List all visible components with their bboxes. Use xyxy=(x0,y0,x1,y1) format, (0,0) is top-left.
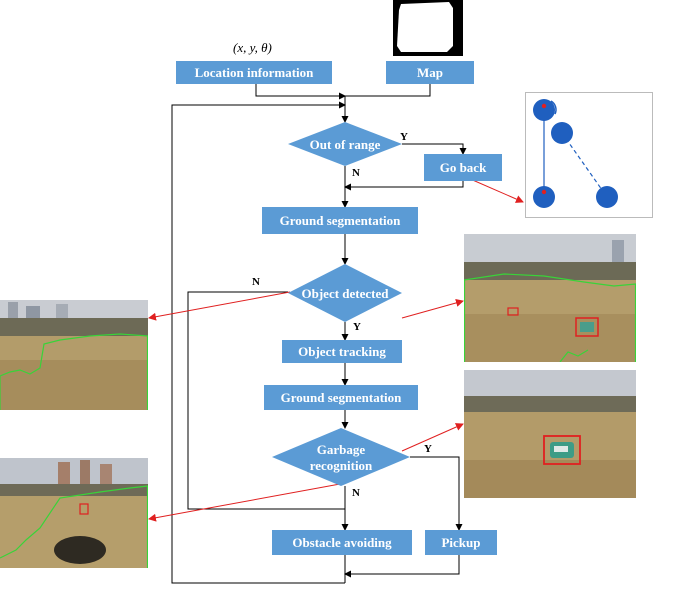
edge-label-object-detected-no: N xyxy=(252,276,260,288)
callout-recognition-no-image xyxy=(148,483,341,522)
connector-loop-back xyxy=(171,101,346,584)
location-information-box: Location information xyxy=(176,61,332,84)
robot-path-planned-line xyxy=(561,132,608,198)
pose-formula: (x, y, θ) xyxy=(233,40,272,55)
connector-out-of-range-yes xyxy=(402,143,467,155)
connector-pickup-down xyxy=(344,555,460,578)
edge-label-object-detected-yes: Y xyxy=(353,321,361,333)
photo-no-object-detected xyxy=(0,300,148,410)
detection-box xyxy=(507,307,519,316)
pickup-box: Pickup xyxy=(425,530,497,555)
robot-node-start xyxy=(533,99,555,121)
decision-out-of-range xyxy=(288,122,402,166)
detection-box xyxy=(575,317,599,337)
decision-garbage-recognition xyxy=(272,428,410,486)
map-thumbnail xyxy=(393,0,463,56)
connector-location-to-merge xyxy=(255,84,346,100)
callout-go-back-to-map xyxy=(467,177,524,203)
go-back-box: Go back xyxy=(424,154,502,181)
photo-garbage-recognized xyxy=(464,370,636,498)
photo-object-detected xyxy=(464,234,636,362)
rotation-arrow-icon xyxy=(550,100,557,115)
photo-garbage-not-recognized xyxy=(0,458,148,568)
connector-detected-no xyxy=(187,291,345,510)
garbage-recognition-label-line1: Garbage xyxy=(316,442,366,457)
detection-box xyxy=(79,503,89,515)
callout-detected-yes-image xyxy=(401,299,464,319)
edge-label-out-of-range-no: N xyxy=(352,167,360,179)
connector-go-back-return xyxy=(344,181,464,191)
map-box: Map xyxy=(386,61,474,84)
ground-outline xyxy=(464,273,636,287)
callout-recognition-yes-image xyxy=(401,423,464,452)
callout-detected-no-image xyxy=(148,291,291,321)
decision-object-detected xyxy=(288,264,402,322)
edge-label-out-of-range-yes: Y xyxy=(400,131,408,143)
heading-marker-icon xyxy=(541,189,547,195)
edge-label-garbage-no: N xyxy=(352,487,360,499)
detection-box xyxy=(543,435,581,465)
ground-outline xyxy=(0,485,148,559)
object-tracking-box: Object tracking xyxy=(282,340,402,363)
ground-segmentation-box-1: Ground segmentation xyxy=(262,207,418,234)
robot-node-return xyxy=(533,186,555,208)
robot-node-target xyxy=(596,186,618,208)
ground-segmentation-box-2: Ground segmentation xyxy=(264,385,418,410)
connector-recognition-yes xyxy=(410,456,463,531)
garbage-recognition-label-line2: recognition xyxy=(309,458,373,473)
object-detected-label: Object detected xyxy=(301,285,389,301)
edge-label-garbage-yes: Y xyxy=(424,443,432,455)
obstacle-avoiding-box: Obstacle avoiding xyxy=(272,530,412,555)
heading-marker-icon xyxy=(541,103,547,109)
out-of-range-label: Out of range xyxy=(309,136,381,152)
robot-path-diagram xyxy=(525,92,653,218)
ground-outline xyxy=(0,333,148,377)
connector-map-to-merge xyxy=(345,84,431,97)
robot-node-out xyxy=(551,122,573,144)
